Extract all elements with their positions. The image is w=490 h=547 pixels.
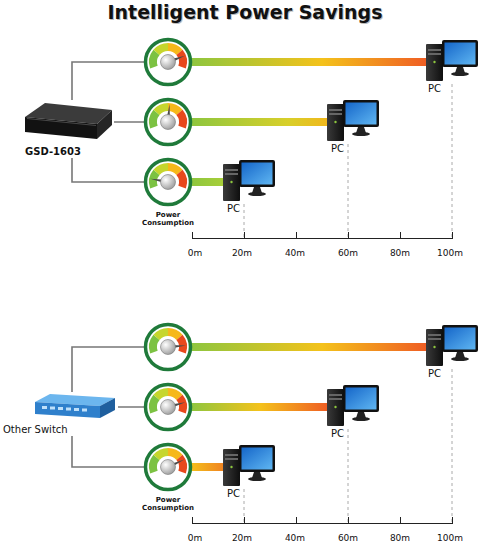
pc-label: PC [321,428,383,440]
switch-label: Other Switch [2,424,118,436]
power-gauges [146,40,191,490]
guide-line [348,144,349,238]
pc-label: PC [217,203,279,215]
guide-line [244,204,245,238]
switch-node: GSD-1603 [20,100,114,158]
pc-icon [223,445,275,486]
power-bar [190,403,330,411]
distance-label: 40m [275,533,315,544]
distance-label: 0m [175,248,215,259]
distance-label: 100m [430,533,470,544]
power-bar [190,343,430,351]
gauge-dial [146,445,191,490]
guide-line [452,84,453,238]
pc-icon [327,100,379,141]
pc-icons [223,40,478,486]
distance-axis [192,232,453,239]
distance-label: 0m [175,533,215,544]
pc-label: PC [217,488,279,500]
power-bar [190,463,226,471]
pc-label: PC [420,83,482,95]
gauge-dial [146,325,191,370]
pc-label: PC [321,143,383,155]
distance-label: 60m [328,533,368,544]
pc-node: PC [321,98,383,155]
power-bars [190,58,430,471]
switch-label: GSD-1603 [20,146,114,158]
distance-label: 80m [380,248,420,259]
power-bar [190,178,226,186]
pc-label: PC [420,368,482,380]
pc-icon [426,325,478,366]
distance-label: 20m [222,248,262,259]
gauge-dial [146,40,191,85]
guide-line [452,369,453,523]
distance-label: 100m [430,248,470,259]
gauge-caption: Power Consumption [140,211,196,227]
distance-label: 60m [328,248,368,259]
distance-label: 20m [222,533,262,544]
gauge-dial [146,160,191,205]
pc-node: PC [217,443,279,500]
guide-line [348,429,349,523]
distance-axis [192,517,453,524]
pc-node: PC [420,323,482,380]
pc-icon [223,160,275,201]
distance-label: 40m [275,248,315,259]
pc-node: PC [217,158,279,215]
switch-node: Other Switch [2,392,118,436]
pc-node: PC [420,38,482,95]
distance-guides [244,84,452,523]
diagram-title: Intelligent Power Savings [0,0,490,24]
gauge-dial [146,385,191,430]
other-switch-icon [35,394,115,418]
distance-label: 80m [380,533,420,544]
gauge-caption: Power Consumption [140,496,196,512]
power-bar [190,58,430,66]
network-cable [72,62,420,100]
gauge-dial [146,100,191,145]
gauge-knobs [161,55,176,475]
guide-line [244,489,245,523]
gauge-needles [150,54,186,469]
power-bar [190,118,330,126]
pc-icon [327,385,379,426]
pc-node: PC [321,383,383,440]
gsd-switch-icon [25,103,112,139]
pc-icon [426,40,478,81]
